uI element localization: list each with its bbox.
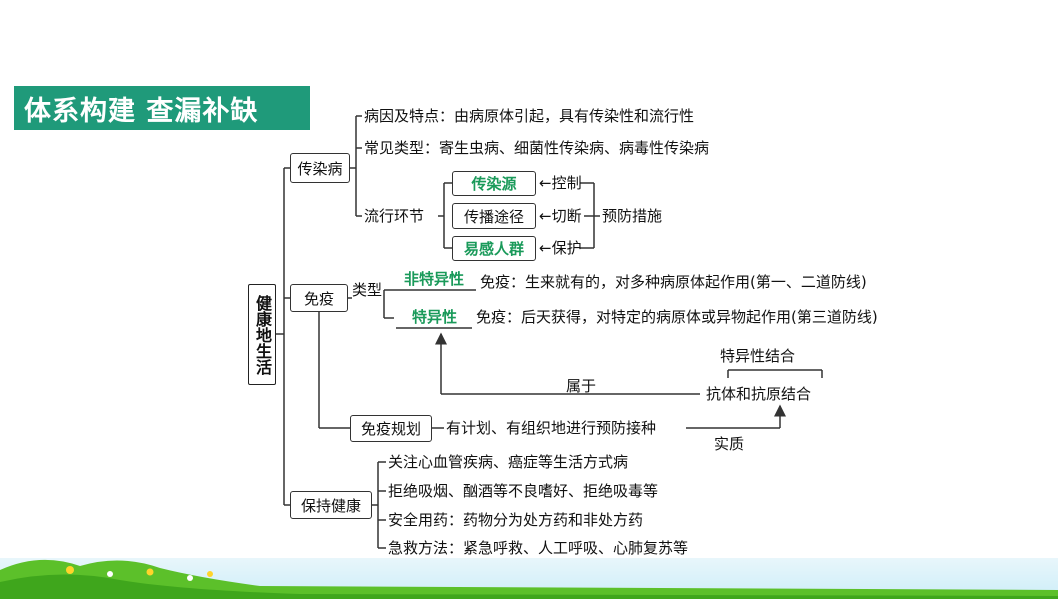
keep-healthy-node: 保持健康	[290, 491, 372, 519]
action-control: ←控制	[539, 174, 582, 192]
antibody-antigen-text: 抗体和抗原结合	[706, 385, 812, 403]
infectious-types-text: 常见类型：寄生虫病、细菌性传染病、病毒性传染病	[364, 139, 710, 157]
specific-desc: 免疫：后天获得，对特定的病原体或异物起作用(第三道防线)	[476, 308, 878, 326]
health-item: 关注心血管疾病、癌症等生活方式病	[388, 453, 629, 471]
nonspecific-desc: 免疫：生来就有的，对多种病原体起作用(第一、二道防线)	[480, 273, 867, 291]
health-item: 安全用药：药物分为处方药和非处方药	[388, 511, 644, 529]
infectious-disease-node: 传染病	[290, 153, 350, 183]
link-source-node: 传染源	[452, 171, 536, 196]
nonspecific-label: 非特异性	[404, 270, 465, 288]
infectious-cause-text: 病因及特点：由病原体引起，具有传染性和流行性	[364, 107, 695, 125]
specific-binding-text: 特异性结合	[720, 347, 796, 365]
link-susceptible-node: 易感人群	[452, 236, 536, 261]
link-route-node: 传播途径	[452, 203, 536, 229]
specific-label: 特异性	[412, 308, 458, 326]
action-protect: ←保护	[539, 239, 582, 257]
health-item: 拒绝吸烟、酗酒等不良嗜好、拒绝吸毒等	[388, 482, 659, 500]
immunity-planning-node: 免疫规划	[350, 415, 432, 442]
immunity-types-label: 类型	[352, 281, 383, 299]
essence-label: 实质	[714, 435, 745, 453]
root-node: 健康地生活	[248, 284, 276, 385]
immunity-node: 免疫	[290, 284, 348, 312]
prevention-measures-text: 预防措施	[602, 207, 663, 225]
section-banner: 体系构建 查漏补缺	[14, 86, 310, 130]
action-cut: ←切断	[539, 207, 582, 225]
links-label: 流行环节	[364, 207, 425, 225]
immunity-planning-desc: 有计划、有组织地进行预防接种	[446, 419, 657, 437]
belongs-to-label: 属于	[566, 377, 597, 395]
health-item: 急救方法：紧急呼救、人工呼吸、心肺复苏等	[388, 539, 689, 557]
grass-decoration	[0, 558, 1058, 599]
